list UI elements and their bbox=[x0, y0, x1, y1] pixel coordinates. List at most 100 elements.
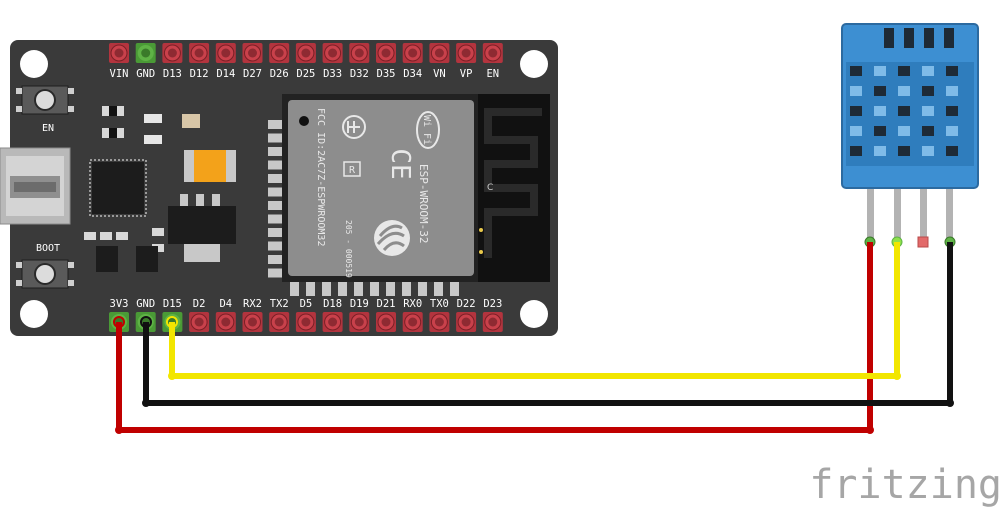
module-side-pad bbox=[268, 187, 282, 197]
wire-d15-to-data[interactable] bbox=[169, 242, 900, 379]
top-pin-en[interactable] bbox=[482, 43, 503, 63]
bottom-pin-tx0[interactable] bbox=[429, 312, 450, 332]
module-bottom-pad bbox=[338, 282, 347, 296]
bottom-pin-header bbox=[109, 312, 503, 332]
module-side-pad bbox=[268, 120, 282, 129]
top-pin-d13[interactable] bbox=[162, 43, 183, 63]
bottom-pin-d5[interactable] bbox=[295, 312, 316, 332]
bottom-pin-label: D5 bbox=[300, 298, 313, 310]
vent-slot bbox=[946, 66, 958, 76]
module-side-pad bbox=[268, 133, 282, 143]
top-pin-vn[interactable] bbox=[429, 43, 450, 63]
small-components bbox=[84, 106, 200, 252]
wifi-logo: Wi Fi bbox=[416, 111, 440, 149]
top-pin-d25[interactable] bbox=[295, 43, 316, 63]
bottom-pin-d18[interactable] bbox=[322, 312, 343, 332]
vent-slot bbox=[924, 28, 934, 48]
svg-text:Wi Fi: Wi Fi bbox=[421, 115, 432, 145]
top-pin-vp[interactable] bbox=[456, 43, 477, 63]
fcc-symbol-icon bbox=[342, 115, 366, 139]
top-pin-d35[interactable] bbox=[376, 43, 396, 63]
module-side-pad bbox=[268, 241, 282, 251]
top-pin-label: EN bbox=[486, 68, 499, 80]
bottom-pin-rx0[interactable] bbox=[402, 312, 423, 332]
bottom-pin-label: RX0 bbox=[403, 298, 422, 310]
vent-slot bbox=[874, 66, 886, 76]
usb-uart-chip bbox=[89, 159, 147, 217]
vent-slot bbox=[850, 106, 862, 116]
bottom-pin-d2[interactable] bbox=[189, 312, 210, 332]
top-pin-header bbox=[109, 43, 503, 63]
fritzing-logo: fritzing bbox=[809, 462, 1002, 508]
sensor-leg-vcc bbox=[867, 186, 874, 242]
top-pin-label: D35 bbox=[377, 68, 396, 80]
top-pin-d26[interactable] bbox=[269, 43, 290, 63]
top-pin-gnd[interactable] bbox=[135, 43, 156, 63]
bottom-pin-label: D15 bbox=[163, 298, 182, 310]
mounting-hole-bottom-left bbox=[20, 300, 48, 328]
en-button[interactable] bbox=[16, 85, 74, 115]
top-pin-label: VIN bbox=[110, 68, 129, 80]
bottom-pin-label: 3V3 bbox=[110, 298, 129, 310]
top-pin-d33[interactable] bbox=[322, 43, 343, 63]
bottom-pin-d22[interactable] bbox=[456, 312, 477, 332]
antenna-label: C bbox=[487, 183, 493, 193]
top-pin-d34[interactable] bbox=[402, 43, 423, 63]
bottom-pin-d4[interactable] bbox=[215, 312, 236, 332]
bottom-pin-tx2[interactable] bbox=[269, 312, 290, 332]
module-side-pad bbox=[268, 147, 282, 156]
top-pin-d14[interactable] bbox=[215, 43, 236, 63]
vent-slot bbox=[922, 106, 934, 116]
wire-3v3-to-vcc[interactable] bbox=[116, 242, 873, 433]
tantalum-capacitor bbox=[184, 150, 236, 182]
top-pin-d27[interactable] bbox=[242, 43, 263, 63]
bottom-pin-label: D19 bbox=[350, 298, 369, 310]
vent-slot bbox=[850, 66, 862, 76]
module-bottom-pad bbox=[290, 282, 299, 296]
module-side-pad bbox=[268, 255, 282, 264]
module-bottom-pad bbox=[402, 282, 411, 296]
vent-slot bbox=[946, 126, 958, 136]
bottom-pin-rx2[interactable] bbox=[242, 312, 263, 332]
top-pin-vin[interactable] bbox=[109, 43, 129, 63]
bottom-pin-d23[interactable] bbox=[482, 312, 503, 332]
vent-slot bbox=[944, 28, 954, 48]
bottom-pin-label: TX2 bbox=[270, 298, 289, 310]
boot-button[interactable] bbox=[16, 259, 74, 289]
top-pin-label: D26 bbox=[270, 68, 289, 80]
vent-slot bbox=[874, 86, 886, 96]
bottom-pin-label: TX0 bbox=[430, 298, 449, 310]
module-left-pads bbox=[268, 120, 459, 296]
bottom-pin-label: RX2 bbox=[243, 298, 262, 310]
vent-slot bbox=[898, 146, 910, 156]
top-pin-d12[interactable] bbox=[189, 43, 210, 63]
module-bottom-pad bbox=[370, 282, 379, 296]
module-bottom-pad bbox=[450, 282, 459, 296]
vent-slot bbox=[946, 106, 958, 116]
module-model-text: ESP-WROOM-32 bbox=[417, 164, 430, 243]
usb-connector bbox=[0, 147, 71, 225]
vent-slot bbox=[922, 126, 934, 136]
vent-slot bbox=[898, 86, 910, 96]
module-side-pad bbox=[268, 228, 282, 237]
vent-slot bbox=[898, 126, 910, 136]
espressif-logo-icon bbox=[374, 220, 410, 256]
vent-slot bbox=[922, 66, 934, 76]
module-side-pad bbox=[268, 201, 282, 210]
module-side-pad bbox=[268, 174, 282, 183]
sensor-pin-nc[interactable] bbox=[917, 236, 929, 248]
bottom-pin-d21[interactable] bbox=[376, 312, 396, 332]
r-mark: R bbox=[349, 165, 356, 176]
pin1-marker bbox=[299, 116, 309, 126]
module-side-pad bbox=[268, 160, 282, 170]
top-pin-d32[interactable] bbox=[349, 43, 370, 63]
wire-gnd-to-gnd[interactable] bbox=[143, 242, 953, 406]
bottom-pin-label: D23 bbox=[483, 298, 502, 310]
bottom-pin-d19[interactable] bbox=[349, 312, 370, 332]
top-pin-label: D32 bbox=[350, 68, 369, 80]
vent-slot bbox=[922, 86, 934, 96]
bottom-pin-label: GND bbox=[136, 298, 155, 310]
vent-slot bbox=[922, 146, 934, 156]
